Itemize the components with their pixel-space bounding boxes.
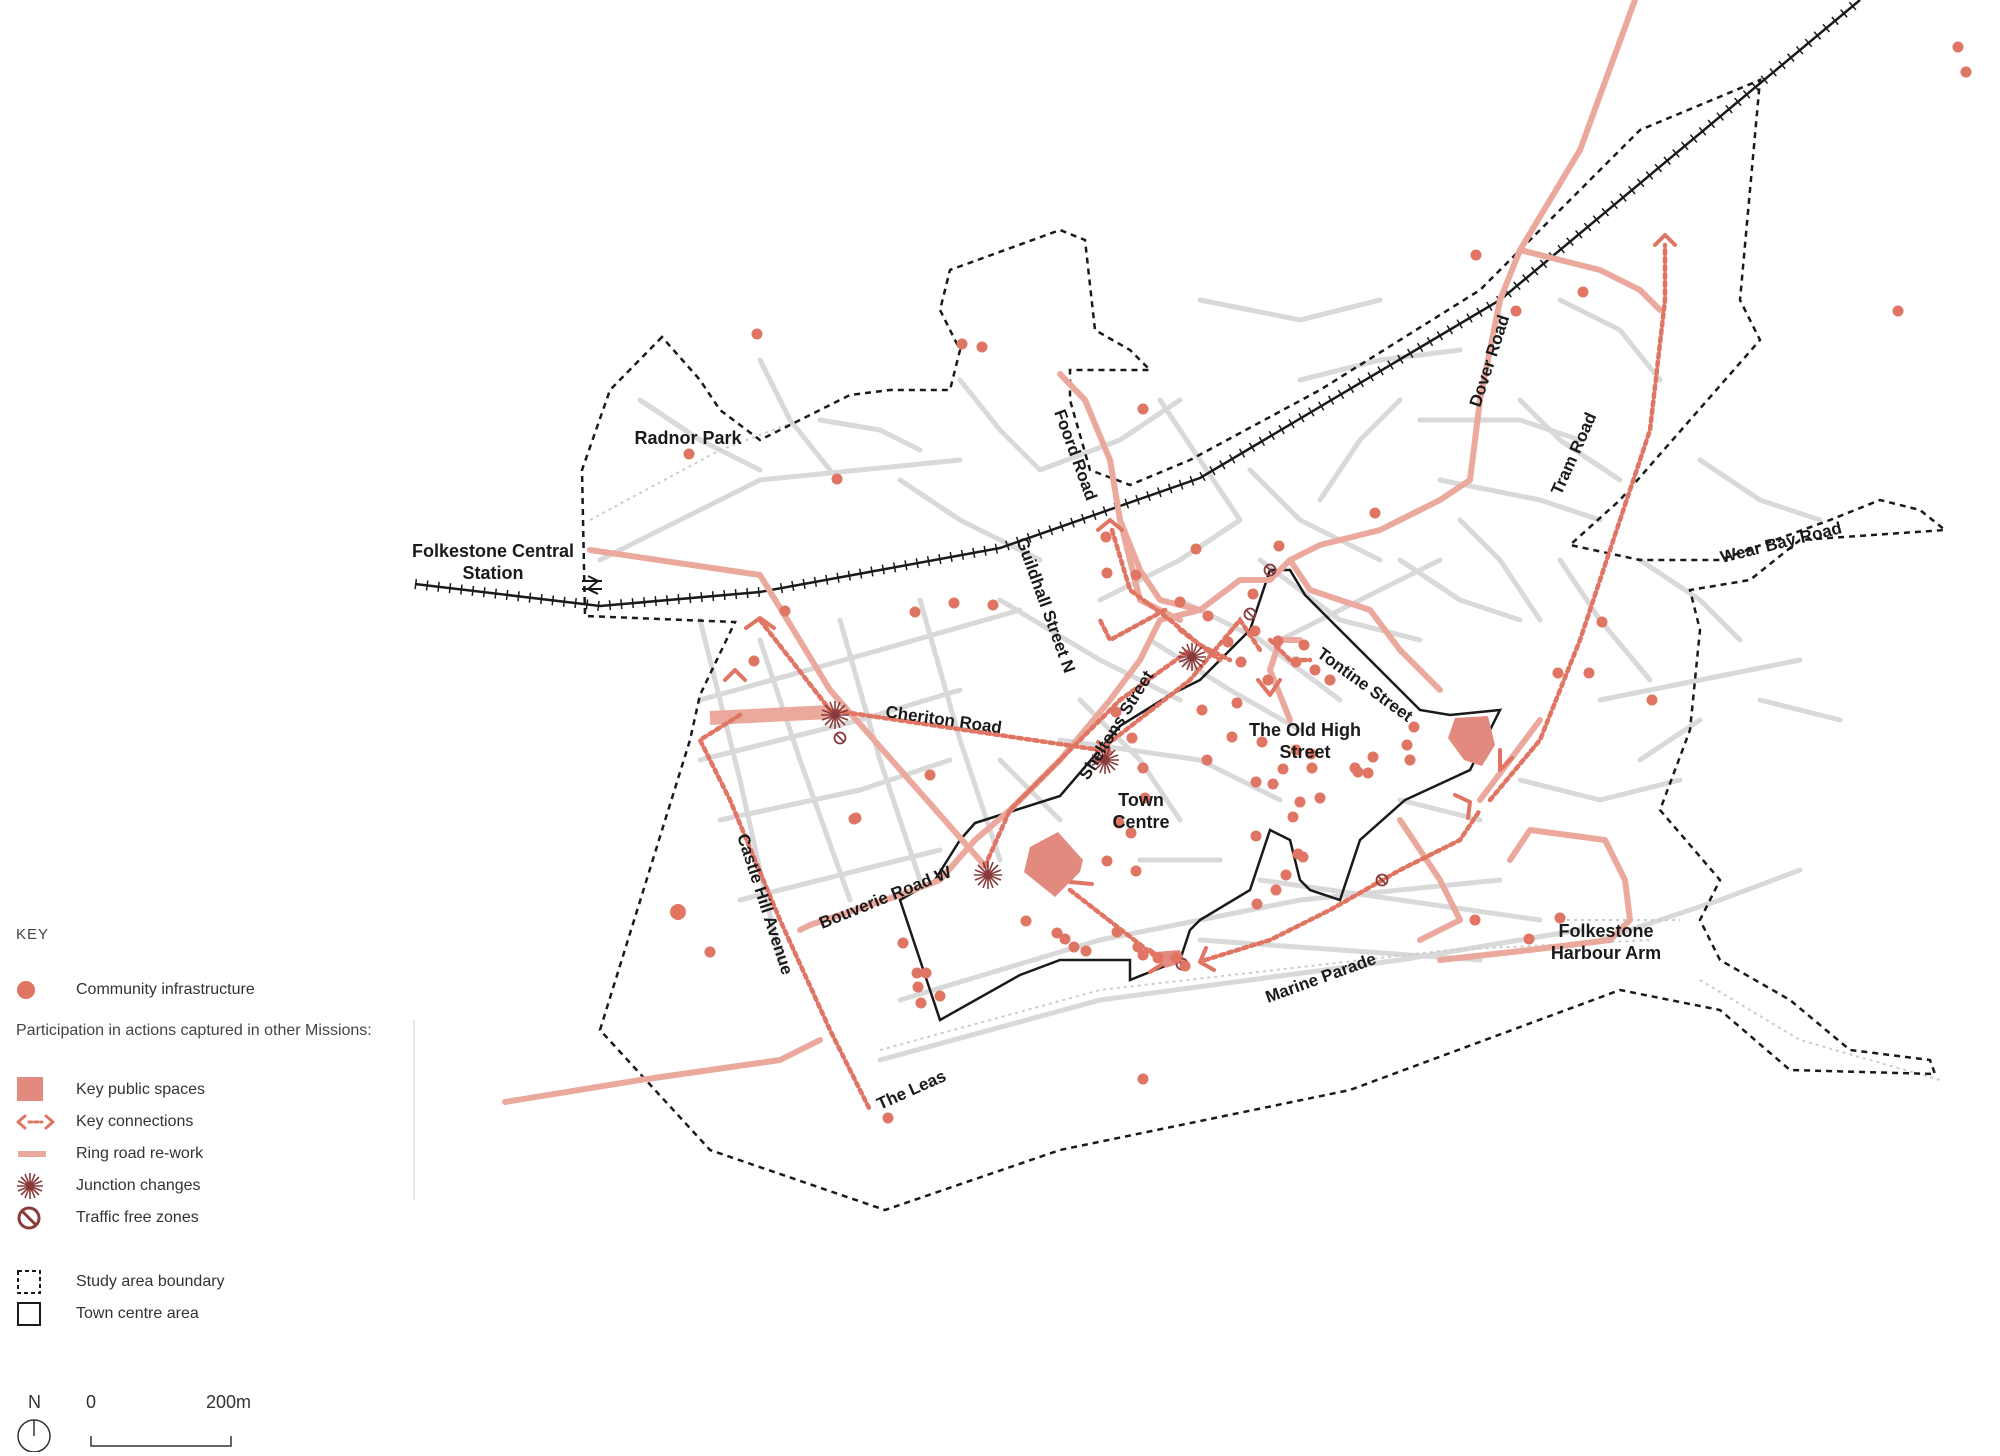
no-entry-icon — [16, 1204, 76, 1232]
label-harbour-2: Harbour Arm — [1551, 943, 1661, 963]
key-public-spaces — [1024, 716, 1495, 968]
label-town-centre-2: Centre — [1112, 812, 1169, 832]
label-tram-road: Tram Road — [1547, 410, 1600, 498]
study-area-boundary — [580, 78, 1949, 1212]
key-row-study-area: Study area boundary — [16, 1268, 225, 1296]
label-guildhall-street: Guildhall Street N — [1012, 535, 1079, 676]
key-label-connections: Key connections — [76, 1113, 194, 1130]
key-participation-note: Participation in actions captured in oth… — [16, 1022, 372, 1039]
key-row-traffic-free: Traffic free zones — [16, 1204, 199, 1232]
label-old-high-1: The Old High — [1249, 720, 1361, 740]
label-station-2: Station — [463, 563, 524, 583]
label-town-centre-1: Town — [1118, 790, 1164, 810]
key-row-ring-road: Ring road re-work — [16, 1140, 203, 1168]
label-radnor-park: Radnor Park — [634, 428, 742, 448]
community-infrastructure — [670, 41, 1972, 1124]
ring-road-rework — [502, 0, 1663, 1105]
footpaths — [589, 419, 1941, 1081]
scale-bar: N 0 200m — [16, 1390, 276, 1452]
dashed-square-icon — [16, 1268, 76, 1296]
key-label-junctions: Junction changes — [76, 1177, 201, 1194]
label-the-leas: The Leas — [874, 1066, 949, 1113]
label-castle-hill-avenue: Castle Hill Avenue — [733, 831, 797, 977]
key-row-public-spaces: Key public spaces — [16, 1076, 205, 1104]
key-title: KEY — [16, 926, 50, 943]
junction-guildhall — [1178, 643, 1206, 671]
junction-bouverie — [974, 861, 1002, 889]
key-row-town-centre: Town centre area — [16, 1300, 199, 1328]
large-community-dot — [670, 904, 686, 920]
ring-road-line-icon — [16, 1140, 76, 1168]
label-dover-road: Dover Road — [1466, 313, 1514, 410]
road-network — [597, 297, 1843, 1063]
label-wear-bay-road: Wear Bay Road — [1718, 518, 1843, 567]
cheriton-ring-band — [709, 705, 831, 725]
junction-starburst-icon — [16, 1172, 76, 1200]
key-row-junctions: Junction changes — [16, 1172, 201, 1200]
north-label: N — [28, 1392, 41, 1412]
key-label-traffic-free: Traffic free zones — [76, 1209, 199, 1226]
connection-arrows-icon — [16, 1108, 76, 1136]
key-label-community: Community infrastructure — [76, 981, 255, 998]
label-old-high-2: Street — [1279, 742, 1330, 762]
key-row-connections: Key connections — [16, 1108, 193, 1136]
label-bouverie-road: Bouverie Road W — [816, 862, 954, 933]
railway-line — [414, 0, 1864, 612]
key-connections — [697, 242, 1668, 1113]
key-label-public-spaces: Key public spaces — [76, 1081, 205, 1098]
place-labels: Radnor Park Folkestone Central Station T… — [412, 428, 1661, 963]
community-dot-icon — [16, 976, 76, 1004]
public-space-bouverie — [1024, 832, 1083, 897]
town-centre-boundary — [898, 568, 1503, 1022]
rail-station-icon — [582, 575, 602, 595]
scale-distance-label: 200m — [206, 1392, 252, 1412]
public-space-square-icon — [16, 1076, 76, 1104]
key-label-ring-road: Ring road re-work — [76, 1145, 204, 1162]
key-row-community: Community infrastructure — [16, 976, 255, 1004]
scale-bar-line — [90, 1436, 232, 1447]
junction-cheriton — [821, 701, 849, 729]
junction-changes — [821, 643, 1206, 889]
north-arrow-icon — [17, 1419, 51, 1452]
solid-square-icon — [16, 1300, 76, 1328]
public-space-harbour — [1448, 716, 1495, 766]
label-cheriton-road: Cheriton Road — [884, 702, 1003, 737]
key-label-study-area: Study area boundary — [76, 1273, 225, 1290]
key-label-town-centre: Town centre area — [76, 1305, 199, 1322]
junction-sheltons — [1091, 746, 1119, 774]
label-harbour-1: Folkestone — [1558, 921, 1653, 941]
scale-zero-label: 0 — [86, 1392, 97, 1412]
label-station-1: Folkestone Central — [412, 541, 574, 561]
